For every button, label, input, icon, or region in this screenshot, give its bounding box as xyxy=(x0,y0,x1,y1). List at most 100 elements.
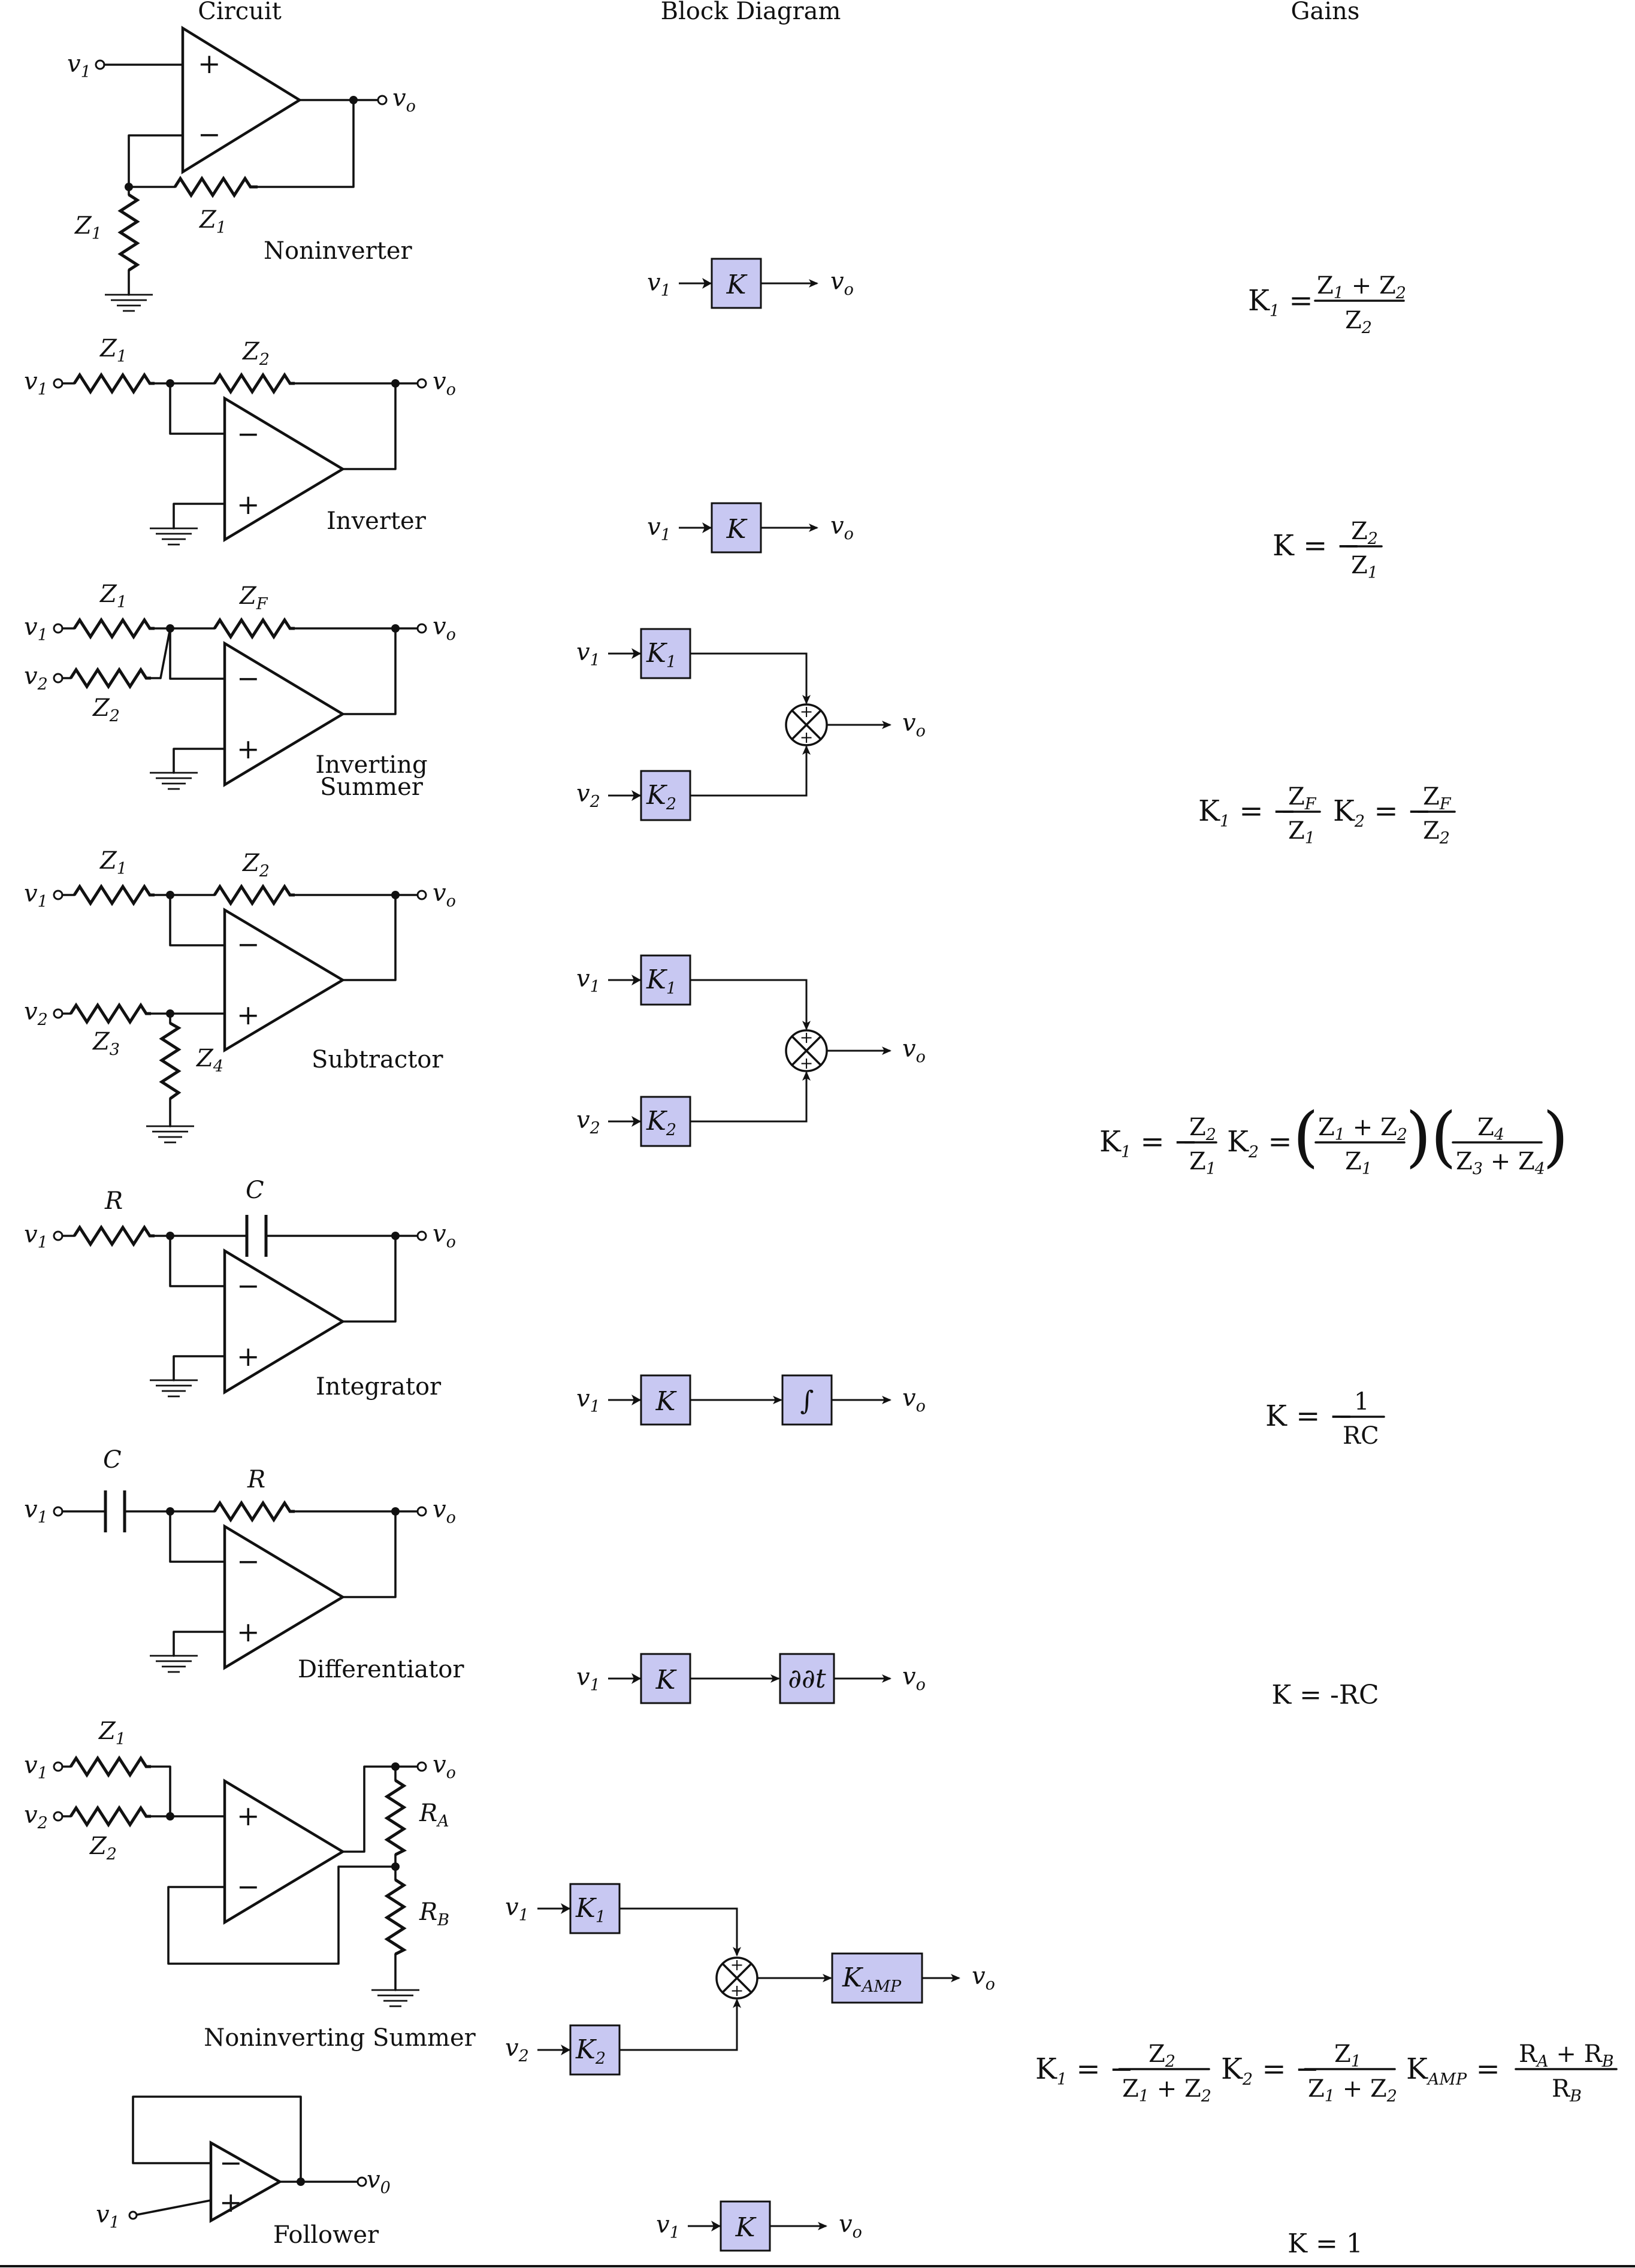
svg-text:K1: K1 xyxy=(646,638,676,672)
ground-symbol xyxy=(146,1125,194,1144)
input-terminal-2: v2 xyxy=(24,663,64,694)
row-name: Differentiator xyxy=(298,1656,464,1683)
ground-symbol xyxy=(150,527,198,546)
svg-text:Z1: Z1 xyxy=(99,847,127,878)
gain-block-1 xyxy=(640,954,691,1006)
svg-text:Z4: Z4 xyxy=(1477,1114,1504,1144)
input-capacitor: C xyxy=(61,1446,171,1532)
summing-junction: + + xyxy=(715,1956,758,2000)
output-terminal: vo xyxy=(416,1220,456,1251)
inverting-summer-circuit: v1 Z1 v2 Z2 ZF vo − xyxy=(24,580,456,801)
row-name: Integrator xyxy=(316,1373,442,1401)
svg-text:vo: vo xyxy=(433,368,456,399)
svg-text:∫: ∫ xyxy=(800,1386,814,1416)
gain-block xyxy=(711,502,762,554)
feedback-resistor: Z1 xyxy=(128,176,258,237)
svg-text:+: + xyxy=(730,1982,744,2000)
ground-resistor: Z1 xyxy=(74,186,140,296)
ground-symbol xyxy=(105,294,153,312)
svg-text:v2: v2 xyxy=(576,780,600,811)
resistor-rb: RB xyxy=(384,1865,449,1991)
svg-text:C: C xyxy=(246,1177,264,1204)
svg-text:(: ( xyxy=(1431,1098,1456,1175)
input-resistor-1: Z1 xyxy=(61,847,171,906)
svg-text:vo: vo xyxy=(433,879,456,911)
svg-text:Z1: Z1 xyxy=(1351,552,1378,582)
svg-text:v1: v1 xyxy=(24,613,48,645)
header-gains: Gains xyxy=(1291,0,1360,25)
svg-text:v1: v1 xyxy=(67,50,91,81)
feedback-resistor: ZF xyxy=(169,582,397,640)
svg-text:K2 = −: K2 = − xyxy=(1221,2052,1319,2089)
svg-text:+: + xyxy=(219,2186,243,2218)
svg-text:+: + xyxy=(800,1054,814,1073)
subtractor-circuit: v1 Z1 Z2 vo − + v2 xyxy=(24,847,456,1144)
ground-symbol xyxy=(150,1655,198,1673)
svg-text:Z1 + Z2: Z1 + Z2 xyxy=(1308,2075,1397,2106)
svg-text:Z2: Z2 xyxy=(241,849,270,881)
svg-text:): ) xyxy=(1406,1098,1431,1175)
svg-text:v1: v1 xyxy=(24,880,48,911)
output-terminal: vo xyxy=(416,368,456,399)
input-terminal: v1 xyxy=(96,2201,138,2232)
svg-text:RA + RB: RA + RB xyxy=(1519,2040,1614,2071)
svg-text:Z1: Z1 xyxy=(1345,1148,1372,1178)
row-name: Noninverter xyxy=(264,237,413,265)
svg-text:v0: v0 xyxy=(367,2166,391,2197)
svg-text:Z1: Z1 xyxy=(99,335,127,366)
output-terminal: vo xyxy=(416,1751,456,1782)
input-resistor-1: Z1 xyxy=(61,1717,171,1818)
svg-text:vo: vo xyxy=(902,1384,926,1416)
svg-text:v2: v2 xyxy=(576,1106,600,1138)
svg-text:vo: vo xyxy=(433,613,456,644)
input-terminal: v1 xyxy=(24,1221,64,1252)
svg-text:v1: v1 xyxy=(647,269,671,300)
noninverting-summer-circuit: v1 Z1 v2 Z2 + − vo RA xyxy=(24,1717,476,2052)
svg-text:vo: vo xyxy=(392,84,416,116)
differentiator-gain: K = -RC xyxy=(1271,1680,1379,1710)
differentiator-circuit: v1 C R vo − + Differentiator xyxy=(24,1446,464,1683)
svg-text:v1: v1 xyxy=(656,2211,680,2242)
noninverter-block: v1 K vo xyxy=(647,258,854,309)
svg-text:K2: K2 xyxy=(575,2034,606,2068)
input-terminal: v1 xyxy=(24,1496,64,1527)
svg-text:+: + xyxy=(237,733,260,765)
svg-text:K1: K1 xyxy=(575,1893,606,1927)
svg-text:1: 1 xyxy=(1354,1388,1369,1416)
svg-text:+: + xyxy=(800,1029,814,1047)
svg-text:Z1 + Z2: Z1 + Z2 xyxy=(1318,1114,1407,1144)
inverter-gain: K = − Z2 Z1 xyxy=(1273,518,1383,582)
svg-text:+: + xyxy=(800,728,814,747)
svg-text:v2: v2 xyxy=(24,663,48,694)
follower-circuit: − + v0 v1 Follower xyxy=(96,2095,391,2249)
row-name: Follower xyxy=(273,2221,379,2249)
svg-text:−: − xyxy=(237,418,260,450)
svg-text:K1 =: K1 = xyxy=(1248,284,1313,320)
svg-text:−: − xyxy=(237,928,260,960)
svg-text:+: + xyxy=(198,47,221,80)
ground-symbol xyxy=(371,1989,419,2007)
svg-text:+: + xyxy=(237,1340,260,1372)
feedback-resistor: R xyxy=(169,1466,397,1523)
feedback-capacitor: C xyxy=(169,1177,397,1257)
op-amp xyxy=(223,396,346,542)
svg-text:vo: vo xyxy=(830,512,854,543)
input-resistor-2: Z2 xyxy=(61,627,171,725)
svg-text:∂∂t: ∂∂t xyxy=(788,1664,826,1694)
svg-text:−: − xyxy=(237,1870,260,1903)
svg-text:K: K xyxy=(726,514,748,545)
output-terminal: vo xyxy=(416,879,456,911)
svg-text:vo: vo xyxy=(433,1496,456,1527)
svg-text:v1: v1 xyxy=(24,1496,48,1527)
summing-junction: + + xyxy=(785,1029,828,1073)
svg-text:v1: v1 xyxy=(24,368,48,399)
svg-text:K1 = −: K1 = − xyxy=(1035,2052,1134,2089)
noninverting-summer-gain: K1 = − Z2 Z1 + Z2 K2 = − Z1 Z1 + Z2 KAMP… xyxy=(1035,2040,1618,2106)
op-amp xyxy=(223,641,346,787)
ground-symbol xyxy=(150,772,198,790)
svg-text:vo: vo xyxy=(972,1962,995,1994)
input-terminal: v1 xyxy=(24,368,64,399)
svg-text:KAMP =: KAMP = xyxy=(1406,2052,1500,2089)
svg-text:−: − xyxy=(219,2146,243,2179)
svg-text:−: − xyxy=(237,1545,260,1577)
